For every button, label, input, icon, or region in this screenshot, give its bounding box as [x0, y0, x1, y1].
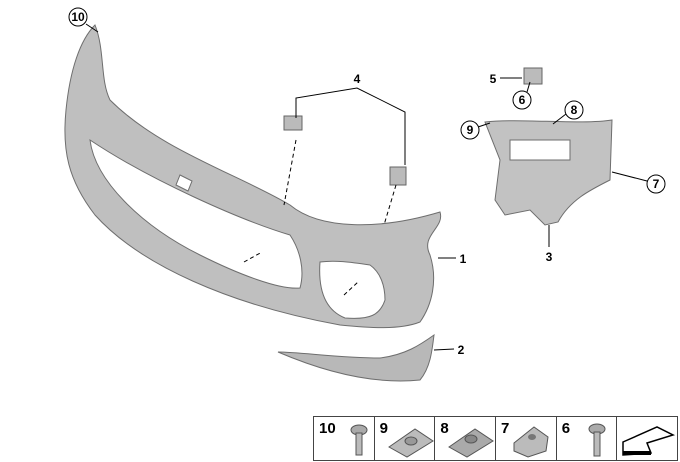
legend-item-arrow: [617, 417, 677, 460]
bumper-carrier-bracket: [484, 119, 613, 226]
legend-item-10: 10: [314, 417, 375, 460]
callout-7: 7: [646, 174, 666, 194]
svg-text:6: 6: [519, 93, 526, 107]
callout-2: 2: [458, 343, 465, 357]
svg-text:9: 9: [467, 123, 474, 137]
legend-item-9: 9: [375, 417, 436, 460]
callout-10: 10: [68, 7, 88, 27]
svg-text:5: 5: [490, 72, 497, 86]
svg-text:8: 8: [571, 103, 578, 117]
svg-text:7: 7: [653, 177, 660, 191]
svg-text:1: 1: [460, 252, 467, 266]
legend-number: 6: [561, 420, 571, 437]
legend-item-8: 8: [435, 417, 497, 460]
screw-washer-icon: [350, 424, 368, 456]
callout-1: 1: [460, 252, 467, 266]
callout-3: 3: [546, 250, 553, 264]
clip-nut-icon: [387, 428, 434, 458]
bracket-part-4a: [283, 115, 303, 131]
legend-item-6: 6: [557, 417, 618, 460]
svg-text:4: 4: [354, 72, 361, 86]
legend-number: 7: [501, 420, 510, 437]
front-bumper-panel: [64, 24, 442, 329]
hex-screw-icon: [588, 423, 606, 457]
callout-4: 4: [354, 72, 361, 86]
legend-number: 10: [319, 420, 336, 437]
clip-nut-icon: [448, 428, 495, 458]
callout-5: 5: [490, 72, 497, 86]
parts-legend: 10 9 8 7 6: [313, 416, 678, 461]
clip-part-5: [523, 67, 543, 85]
bracket-part-4b: [389, 166, 407, 186]
svg-text:2: 2: [458, 343, 465, 357]
spring-nut-icon: [513, 426, 549, 458]
arrow-symbol-icon: [622, 426, 676, 456]
lower-spoiler-trim: [277, 333, 435, 382]
legend-number: 8: [440, 420, 449, 437]
callout-8: 8: [564, 100, 584, 120]
legend-item-7: 7: [496, 417, 557, 460]
legend-number: 9: [379, 420, 389, 437]
svg-text:10: 10: [71, 10, 85, 24]
leader-lines: [85, 23, 648, 351]
callout-9: 9: [460, 120, 480, 140]
callout-6: 6: [512, 90, 532, 110]
svg-text:3: 3: [546, 250, 553, 264]
